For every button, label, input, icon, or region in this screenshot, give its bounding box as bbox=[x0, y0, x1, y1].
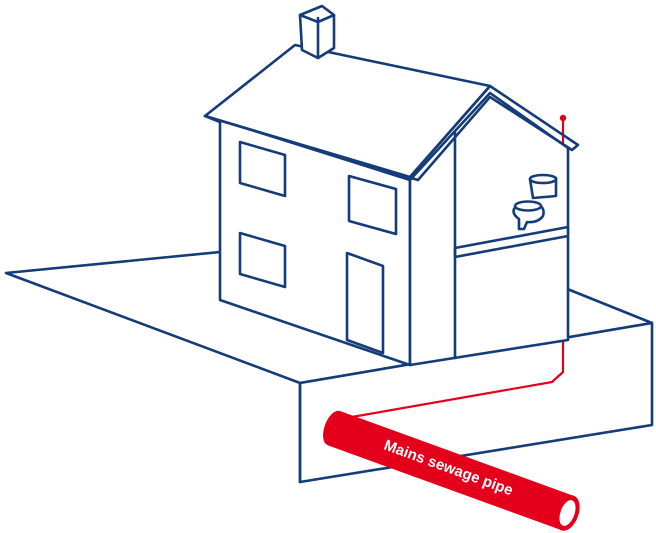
window-lower-left bbox=[238, 231, 287, 289]
front-door bbox=[345, 251, 385, 355]
roof-eave-end bbox=[203, 114, 222, 124]
house-icon bbox=[203, 4, 580, 367]
toilet-icon bbox=[512, 173, 558, 231]
window-upper-left bbox=[238, 140, 287, 198]
house-side-wall bbox=[408, 91, 570, 367]
roof-eave bbox=[203, 114, 420, 182]
window-upper-right bbox=[347, 174, 398, 236]
house-gable-trim bbox=[408, 84, 580, 182]
chimney-icon bbox=[298, 4, 336, 60]
vent-pipe-top bbox=[559, 114, 567, 122]
